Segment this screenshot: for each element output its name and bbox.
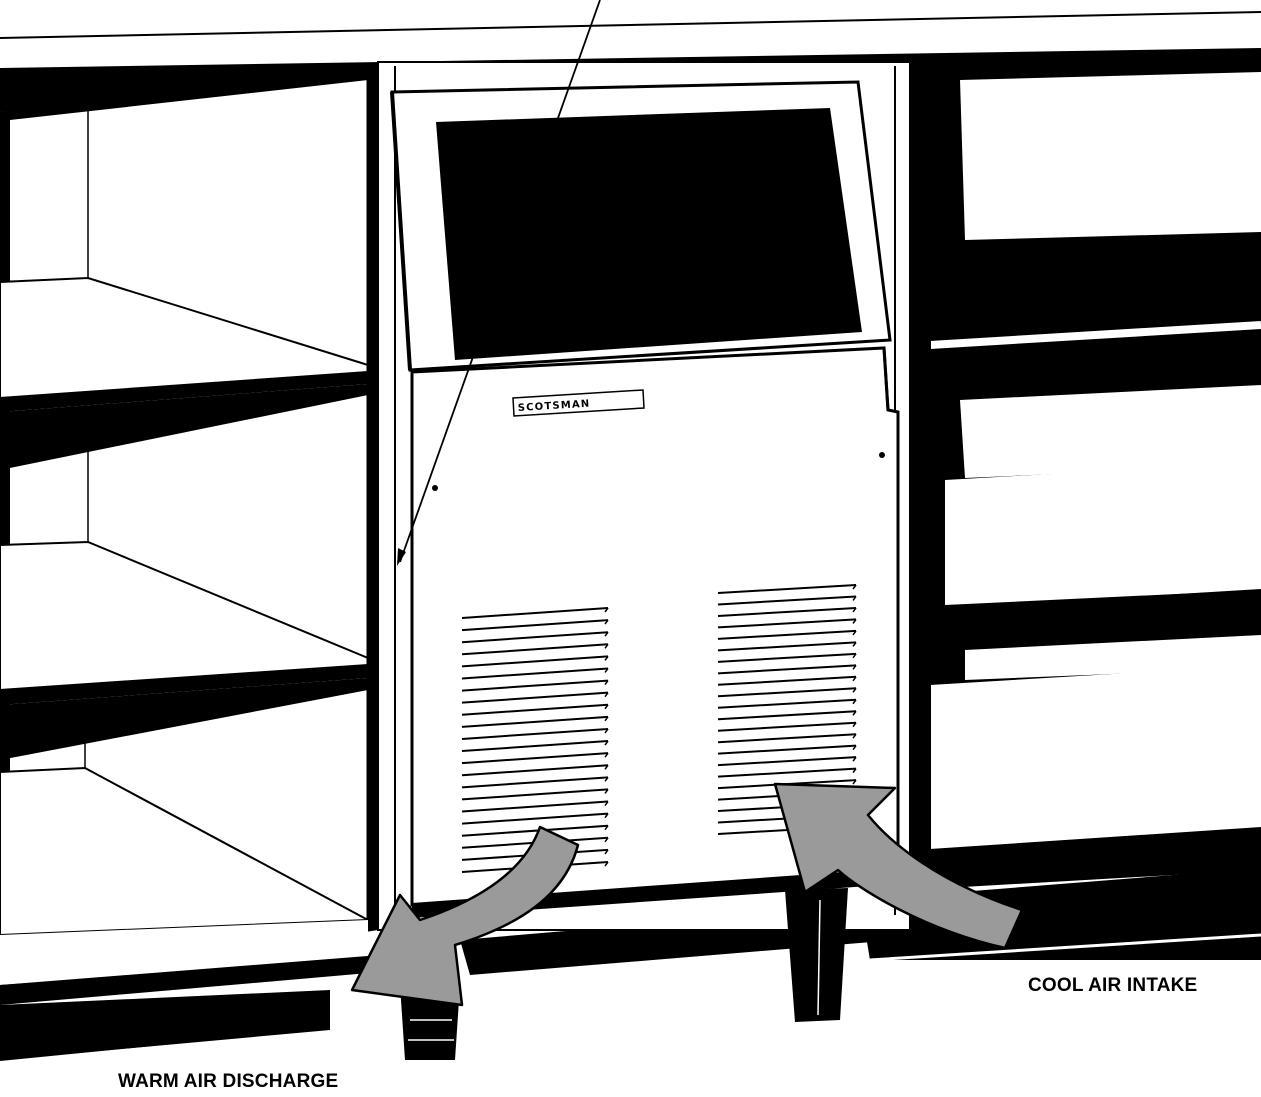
louver-slat-edge (604, 704, 609, 710)
louver-slat-edge (852, 676, 857, 682)
louver-slat-edge (604, 752, 609, 758)
louver-slat-edge (604, 861, 609, 867)
louver-slat-edge (604, 776, 609, 782)
louver-slat-edge (852, 596, 857, 601)
louver-slat (717, 584, 857, 594)
louver-slat (717, 641, 857, 652)
left-louver-grille (461, 607, 609, 873)
ice-machine: SCOTSMAN (377, 61, 911, 1060)
screw-icon (879, 452, 885, 458)
louver-slat-edge (604, 740, 609, 746)
louver-slat-edge (852, 630, 857, 636)
louver-slat-edge (604, 631, 609, 637)
louver-slat-edge (852, 653, 857, 659)
louver-slat-edge (604, 668, 609, 673)
louver-slat-edge (852, 779, 857, 785)
left-cabinet (0, 70, 379, 990)
louver-slat (461, 752, 609, 765)
louver-slat-edge (852, 687, 857, 693)
louver-slat (461, 800, 609, 813)
louver-slat-edge (852, 584, 857, 590)
cool-air-intake-arrow-icon (773, 782, 1024, 950)
brand-logo: SCOTSMAN (512, 389, 645, 417)
louver-slat (461, 740, 609, 753)
leader-arrowhead-icon (397, 548, 406, 566)
louver-slat (717, 687, 857, 698)
louver-slat (717, 698, 857, 709)
louver-slat (717, 618, 857, 629)
louver-slat (461, 727, 609, 740)
louver-slat-edge (604, 607, 609, 613)
louver-slat-edge (604, 788, 609, 794)
brand-logo-text: SCOTSMAN (518, 399, 591, 414)
louver-slat-edge (852, 768, 857, 774)
louver-slat (717, 675, 857, 686)
louver-slat-edge (604, 801, 609, 806)
louver-slat (461, 812, 609, 825)
leg-right (785, 888, 848, 1022)
callout-leader-line (399, 0, 601, 563)
louver-slat-edge (604, 692, 609, 698)
louver-slat-edge (604, 643, 609, 649)
louver-slat-edge (604, 837, 609, 843)
louver-slat (461, 764, 609, 777)
louver-slat-edge (852, 607, 857, 613)
louver-slat-edge (852, 699, 857, 705)
louver-slat (461, 691, 609, 704)
louver-slat (717, 595, 857, 606)
louver-slat-edge (852, 664, 857, 670)
louver-slat-edge (852, 733, 857, 739)
louver-slat-edge (604, 825, 609, 831)
bin-door (390, 80, 892, 372)
louver-slat (717, 664, 857, 675)
right-cabinet (908, 50, 1261, 890)
louver-slat (461, 679, 609, 692)
louver-slat-edge (852, 618, 857, 624)
louver-slat-edge (604, 716, 609, 722)
louver-slat (461, 776, 609, 789)
louver-slat (717, 733, 857, 744)
louver-slat (461, 667, 609, 680)
warm-air-discharge-label: WARM AIR DISCHARGE (118, 1071, 339, 1092)
louver-slat (461, 607, 609, 619)
louver-slat (461, 703, 609, 716)
louver-slat-edge (604, 619, 609, 625)
louver-slat-edge (604, 849, 609, 855)
louver-slat (717, 744, 857, 755)
cool-air-intake-label: COOL AIR INTAKE (1028, 975, 1198, 996)
louver-slat (717, 756, 857, 767)
louver-slat (461, 643, 609, 656)
louver-slat-edge (852, 641, 857, 647)
warm-air-discharge-arrow-icon (350, 825, 580, 1007)
louver-slat (461, 788, 609, 801)
louver-slat (717, 767, 857, 778)
louver-slat (717, 629, 857, 640)
louver-slat-edge (604, 813, 609, 819)
louver-slat (717, 721, 857, 732)
louver-slat (461, 655, 609, 668)
louver-slat-edge (604, 655, 609, 661)
screw-icon (432, 485, 438, 491)
louver-slat-edge (852, 722, 857, 728)
louver-slat-edge (852, 745, 857, 751)
louver-slat (461, 619, 609, 632)
louver-slat-edge (852, 756, 857, 762)
louver-slat (717, 652, 857, 663)
louver-slat (461, 715, 609, 728)
louver-slat (717, 606, 857, 617)
louver-slat (461, 631, 609, 644)
louver-slat (461, 824, 609, 837)
louver-slat-edge (604, 728, 609, 734)
louver-slat-edge (604, 764, 609, 770)
louver-slat (717, 710, 857, 721)
louver-slat-edge (604, 680, 609, 686)
louver-slat-edge (852, 710, 857, 716)
